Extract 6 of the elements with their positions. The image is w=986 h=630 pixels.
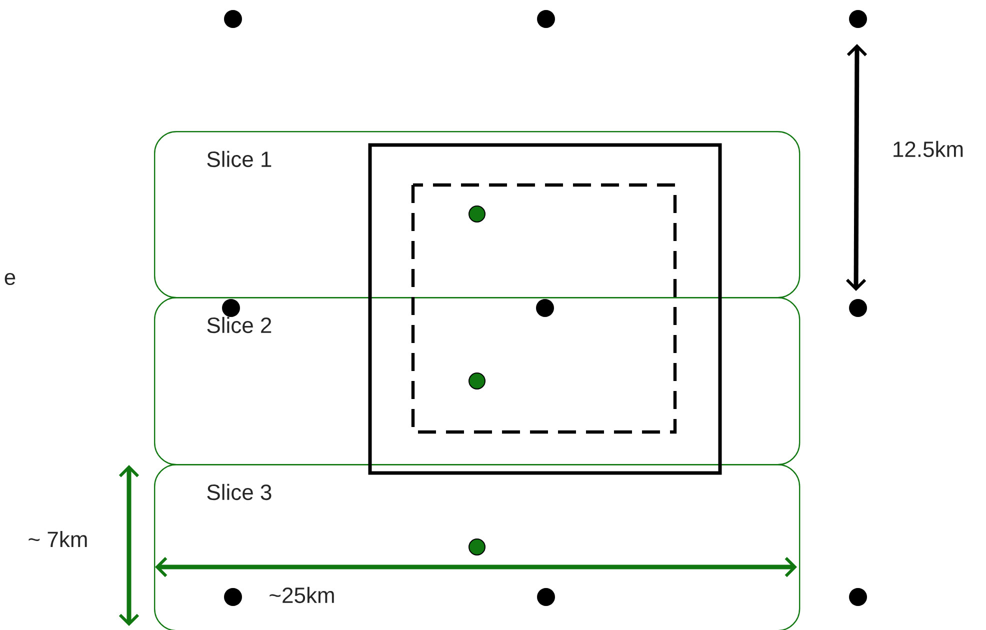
dimension-label: ~ 7km — [28, 531, 87, 547]
dimension-label: e — [4, 272, 16, 286]
slice-box: Slice 2 — [154, 297, 800, 466]
slice-box: Slice 1 — [154, 131, 800, 298]
dimension-label: 12.5km — [894, 140, 963, 158]
dimension-label: ~25km — [270, 586, 334, 604]
